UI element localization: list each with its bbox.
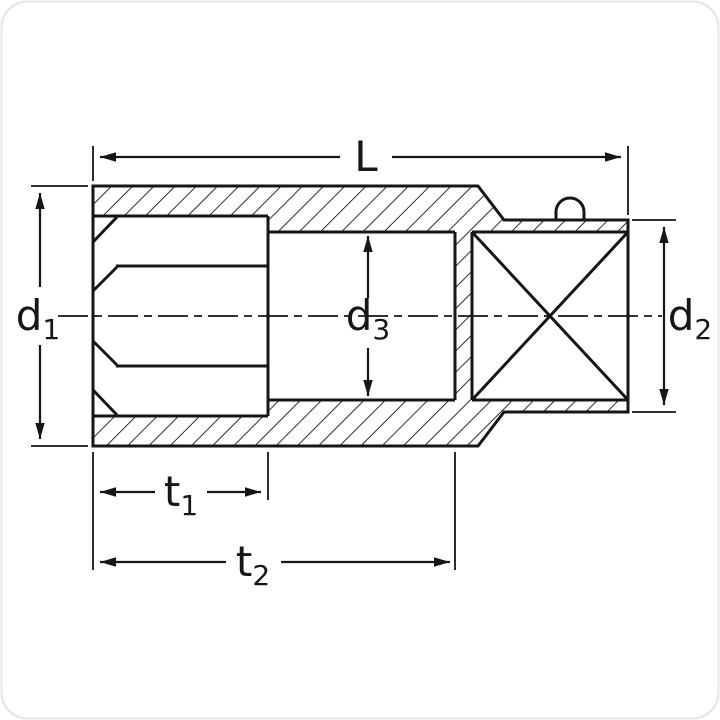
- bore-lines: [268, 230, 455, 402]
- detent-ball: [554, 196, 586, 220]
- hex-entry-chamfers: [91, 215, 119, 417]
- dim-label-t1: t1: [164, 467, 198, 522]
- dim-label-d3: d3: [346, 291, 391, 346]
- outer-contour: [91, 184, 630, 448]
- dim-label-t2: t2: [236, 537, 270, 592]
- t2-extension-lines: [92, 452, 456, 570]
- dim-label-d1: d1: [16, 291, 61, 346]
- L-extension-lines: [92, 146, 629, 215]
- dim-label-d2: d2: [668, 291, 713, 346]
- dimension-d1: [31, 185, 88, 447]
- dimension-d2: [632, 219, 676, 413]
- dimension-L: [92, 146, 629, 215]
- dimension-t1: [100, 452, 269, 500]
- d1-extension-lines: [31, 185, 88, 447]
- socket-outline: [91, 184, 630, 448]
- hex-corner-lines: [116, 264, 268, 368]
- dim-label-L: L: [354, 132, 378, 181]
- dimension-t2: [92, 452, 456, 570]
- hex-flat-lines: [93, 214, 268, 418]
- d2-extension-lines: [632, 219, 676, 413]
- section-hatching: [93, 186, 628, 446]
